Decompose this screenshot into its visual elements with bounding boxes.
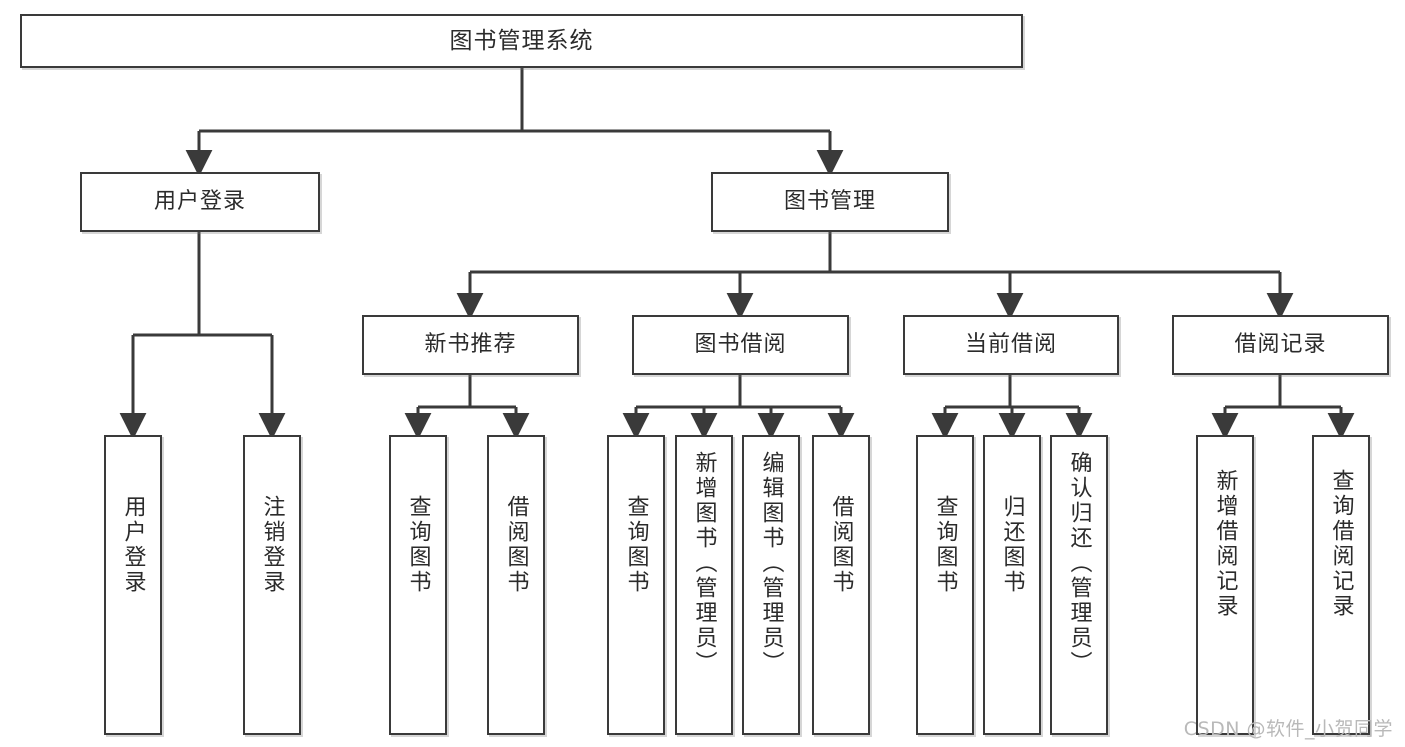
node-leaf-borrow-book-2[interactable]: 借阅图书: [812, 435, 870, 735]
node-label: 编辑图书（管理员）: [758, 451, 784, 676]
node-label: 新书推荐: [424, 332, 517, 358]
node-label: 借阅图书: [828, 495, 854, 595]
node-label: 借阅图书: [503, 495, 529, 595]
node-current-borrow[interactable]: 当前借阅: [903, 315, 1119, 375]
node-root-system[interactable]: 图书管理系统: [20, 14, 1023, 68]
node-label: 查询借阅记录: [1328, 469, 1354, 619]
node-new-book-rec[interactable]: 新书推荐: [362, 315, 579, 375]
node-leaf-query-book-1[interactable]: 查询图书: [389, 435, 447, 735]
node-label: 确认归还（管理员）: [1066, 451, 1092, 676]
node-label: 图书管理: [783, 189, 876, 215]
node-label: 当前借阅: [964, 332, 1057, 358]
csdn-watermark: CSDN @软件_小贺同学: [1183, 718, 1393, 740]
node-leaf-query-book-3[interactable]: 查询图书: [916, 435, 974, 735]
node-leaf-borrow-book-1[interactable]: 借阅图书: [487, 435, 545, 735]
node-label: 用户登录: [120, 495, 146, 595]
node-label: 新增图书（管理员）: [691, 451, 717, 676]
node-label: 图书管理系统: [449, 27, 594, 54]
node-leaf-user-login[interactable]: 用户登录: [104, 435, 162, 735]
node-label: 新增借阅记录: [1212, 469, 1238, 619]
node-leaf-query-record[interactable]: 查询借阅记录: [1312, 435, 1370, 735]
node-book-manage[interactable]: 图书管理: [711, 172, 949, 232]
node-leaf-return-book[interactable]: 归还图书: [983, 435, 1041, 735]
node-leaf-edit-book[interactable]: 编辑图书（管理员）: [742, 435, 800, 735]
node-label: 归还图书: [999, 495, 1025, 595]
node-label: 查询图书: [932, 495, 958, 595]
node-label: 查询图书: [405, 495, 431, 595]
node-leaf-add-record[interactable]: 新增借阅记录: [1196, 435, 1254, 735]
node-label: 借阅记录: [1234, 332, 1327, 358]
node-label: 图书借阅: [694, 332, 787, 358]
node-leaf-query-book-2[interactable]: 查询图书: [607, 435, 665, 735]
node-leaf-confirm-return[interactable]: 确认归还（管理员）: [1050, 435, 1108, 735]
node-label: 查询图书: [623, 495, 649, 595]
node-borrow-record[interactable]: 借阅记录: [1172, 315, 1389, 375]
node-leaf-logout[interactable]: 注销登录: [243, 435, 301, 735]
node-user-login[interactable]: 用户登录: [80, 172, 320, 232]
node-leaf-add-book[interactable]: 新增图书（管理员）: [675, 435, 733, 735]
node-label: 注销登录: [259, 495, 285, 595]
node-book-borrow[interactable]: 图书借阅: [632, 315, 849, 375]
node-label: 用户登录: [153, 189, 246, 215]
